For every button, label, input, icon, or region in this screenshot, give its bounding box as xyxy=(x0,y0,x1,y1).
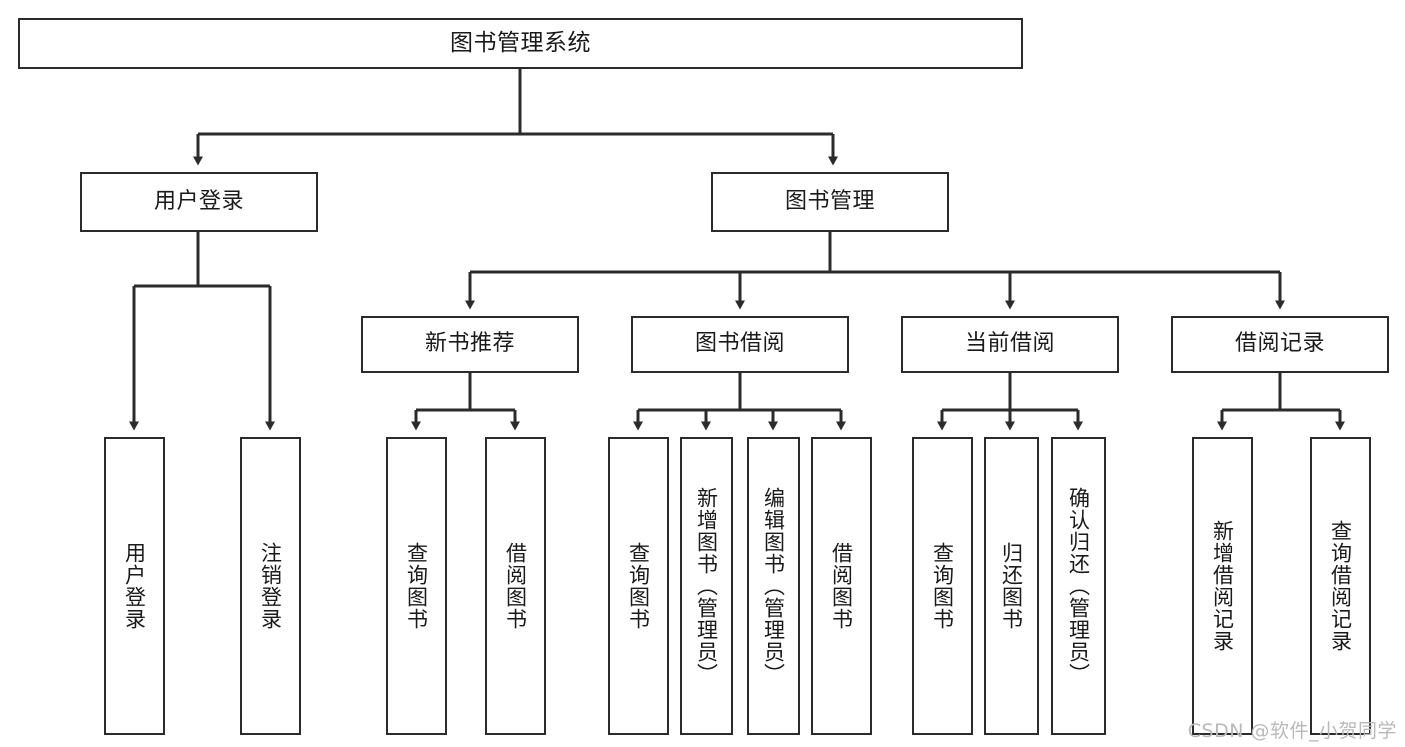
node-book-borrow[interactable]: 图书借阅 xyxy=(631,316,849,373)
node-label: 借阅图书 xyxy=(829,542,854,630)
node-current-borrow[interactable]: 当前借阅 xyxy=(901,316,1119,373)
node-label: 当前借阅 xyxy=(964,331,1055,357)
leaf-book-borrow-query-book[interactable]: 查询图书 xyxy=(608,437,669,735)
csdn-watermark: CSDN @软件_小贺同学 xyxy=(1187,720,1397,742)
node-label: 借阅图书 xyxy=(503,542,528,630)
node-book-management[interactable]: 图书管理 xyxy=(711,172,949,232)
node-label: 查询图书 xyxy=(626,542,651,630)
leaf-new-book-borrow-book[interactable]: 借阅图书 xyxy=(485,437,546,735)
leaf-user-login-login[interactable]: 用户登录 xyxy=(104,437,165,735)
node-label: 确认归还（管理员） xyxy=(1066,487,1091,685)
node-borrow-record[interactable]: 借阅记录 xyxy=(1171,316,1389,373)
node-label: 图书管理系统 xyxy=(450,29,591,56)
node-label: 注销登录 xyxy=(258,542,283,630)
node-label: 新增借阅记录 xyxy=(1210,520,1235,652)
node-label: 查询图书 xyxy=(404,542,429,630)
node-label: 用户登录 xyxy=(153,188,244,214)
node-label: 用户登录 xyxy=(122,542,147,630)
leaf-current-borrow-confirm-return-admin[interactable]: 确认归还（管理员） xyxy=(1051,437,1106,735)
node-label: 查询图书 xyxy=(930,542,955,630)
leaf-book-borrow-add-book-admin[interactable]: 新增图书（管理员） xyxy=(680,437,733,735)
leaf-current-borrow-return-book[interactable]: 归还图书 xyxy=(984,437,1039,735)
leaf-new-book-query-book[interactable]: 查询图书 xyxy=(386,437,447,735)
node-label: 新书推荐 xyxy=(424,331,515,357)
node-root-book-management-system[interactable]: 图书管理系统 xyxy=(18,18,1023,69)
node-label: 图书借阅 xyxy=(694,331,785,357)
leaf-borrow-record-query-record[interactable]: 查询借阅记录 xyxy=(1310,437,1371,735)
leaf-book-borrow-borrow-book[interactable]: 借阅图书 xyxy=(811,437,872,735)
node-label: 编辑图书（管理员） xyxy=(761,487,786,685)
leaf-user-login-logout[interactable]: 注销登录 xyxy=(240,437,301,735)
node-label: 查询借阅记录 xyxy=(1328,520,1353,652)
leaf-book-borrow-edit-book-admin[interactable]: 编辑图书（管理员） xyxy=(747,437,800,735)
node-label: 借阅记录 xyxy=(1234,331,1325,357)
node-label: 新增图书（管理员） xyxy=(694,487,719,685)
leaf-current-borrow-query-book[interactable]: 查询图书 xyxy=(912,437,973,735)
node-label: 图书管理 xyxy=(784,188,875,214)
node-new-book-recommend[interactable]: 新书推荐 xyxy=(361,316,579,373)
node-label: 归还图书 xyxy=(999,542,1024,630)
node-user-login[interactable]: 用户登录 xyxy=(80,172,318,232)
leaf-borrow-record-add-record[interactable]: 新增借阅记录 xyxy=(1192,437,1253,735)
